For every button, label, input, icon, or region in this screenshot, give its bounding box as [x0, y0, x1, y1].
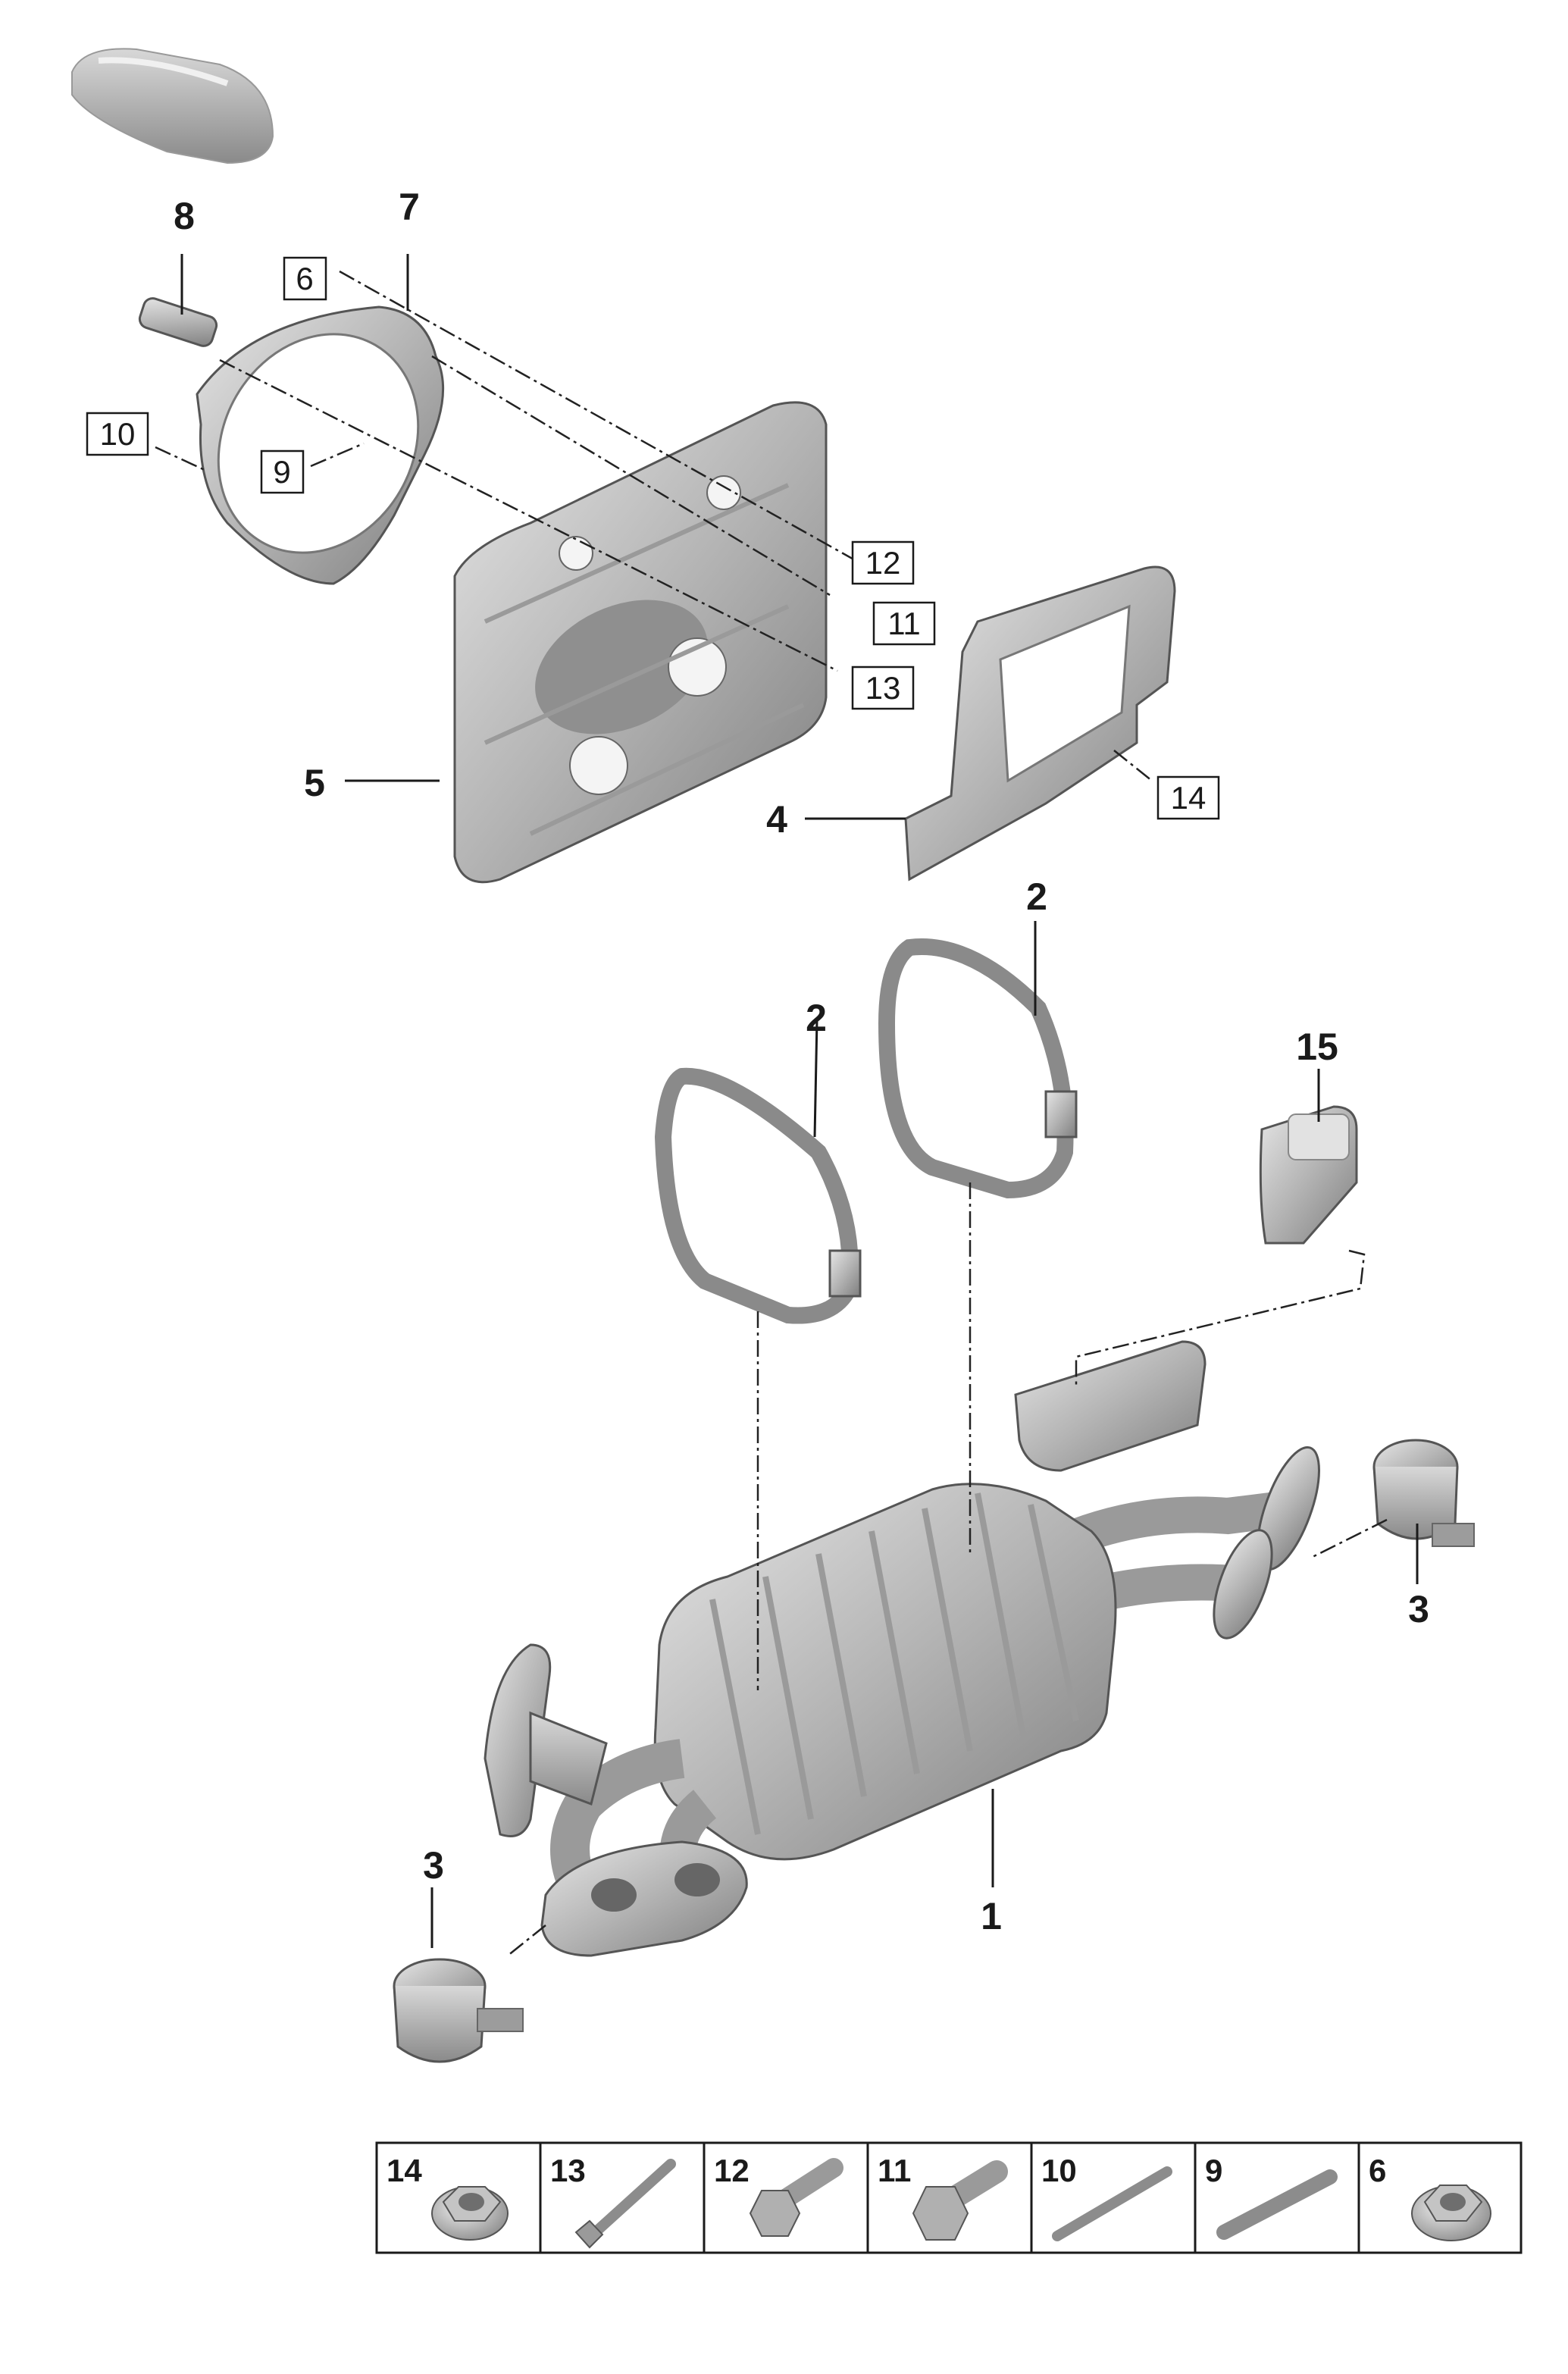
- table-number-13: 13: [550, 2153, 586, 2188]
- hex-bolt-icon: [912, 2160, 1008, 2241]
- flange-nut-icon: [431, 2186, 509, 2241]
- boxed-callout-14: 14: [1171, 780, 1207, 816]
- part-2-clamp-left: [654, 1067, 862, 1324]
- boxed-callout-6: 6: [296, 261, 313, 296]
- part-3-clamp-left: [393, 1958, 524, 2063]
- callout-2a: 2: [1026, 875, 1047, 918]
- table-cell-6: 6: [1369, 2153, 1491, 2241]
- table-cell-11: 11: [878, 2153, 1008, 2241]
- part-7-bracket: [196, 305, 445, 585]
- table-cell-12: 12: [714, 2153, 843, 2237]
- part-15-actuator: [1259, 1105, 1358, 1245]
- long-bolt-icon: [574, 2159, 676, 2249]
- part-1-muffler: [484, 1340, 1320, 1957]
- assembly-lines: [155, 270, 1388, 1956]
- table-number-6: 6: [1369, 2153, 1386, 2188]
- callout-2b: 2: [806, 997, 827, 1039]
- table-number-9: 9: [1205, 2153, 1222, 2188]
- boxed-callout-11: 11: [887, 606, 921, 641]
- callout-3b: 3: [423, 1844, 444, 1887]
- table-cell-9: 9: [1205, 2153, 1338, 2240]
- part-3-clamp-right: [1372, 1439, 1475, 1547]
- table-number-12: 12: [714, 2153, 750, 2188]
- hardware-table: 14 13 12 11: [375, 2141, 1523, 2254]
- table-number-14: 14: [387, 2153, 422, 2188]
- part-4-heat-shield: [904, 565, 1176, 882]
- callout-labels: 8 7 5 4 2 2 15 3 1 3: [174, 186, 1429, 1937]
- callout-1: 1: [981, 1895, 1002, 1937]
- table-cell-14: 14: [387, 2153, 509, 2241]
- table-number-11: 11: [878, 2153, 911, 2188]
- flange-nut-icon: [1411, 2185, 1491, 2241]
- callout-8: 8: [174, 195, 195, 237]
- part-5-heat-shield: [453, 401, 828, 884]
- hex-bolt-icon: [749, 2158, 843, 2237]
- callout-3a: 3: [1408, 1588, 1429, 1630]
- stud-icon: [1216, 2169, 1338, 2240]
- boxed-callout-labels: 6 10 9 12 11 13 14: [86, 256, 1220, 820]
- vehicle-silhouette-icon: [71, 48, 274, 164]
- callout-5: 5: [304, 762, 325, 804]
- part-2-clamp-right: [878, 938, 1078, 1199]
- stud-icon: [1052, 2166, 1172, 2241]
- boxed-callout-10: 10: [100, 416, 136, 452]
- part-8-sleeve: [138, 297, 218, 347]
- callout-4: 4: [766, 798, 787, 841]
- boxed-callout-12: 12: [865, 545, 901, 581]
- table-cell-13: 13: [550, 2153, 676, 2249]
- leader-lines: [180, 254, 1419, 1948]
- table-number-10: 10: [1041, 2153, 1077, 2188]
- boxed-callout-9: 9: [273, 454, 290, 490]
- boxed-callout-13: 13: [865, 670, 901, 706]
- table-cell-10: 10: [1041, 2153, 1172, 2241]
- callout-15: 15: [1296, 1026, 1338, 1068]
- callout-7: 7: [399, 186, 420, 228]
